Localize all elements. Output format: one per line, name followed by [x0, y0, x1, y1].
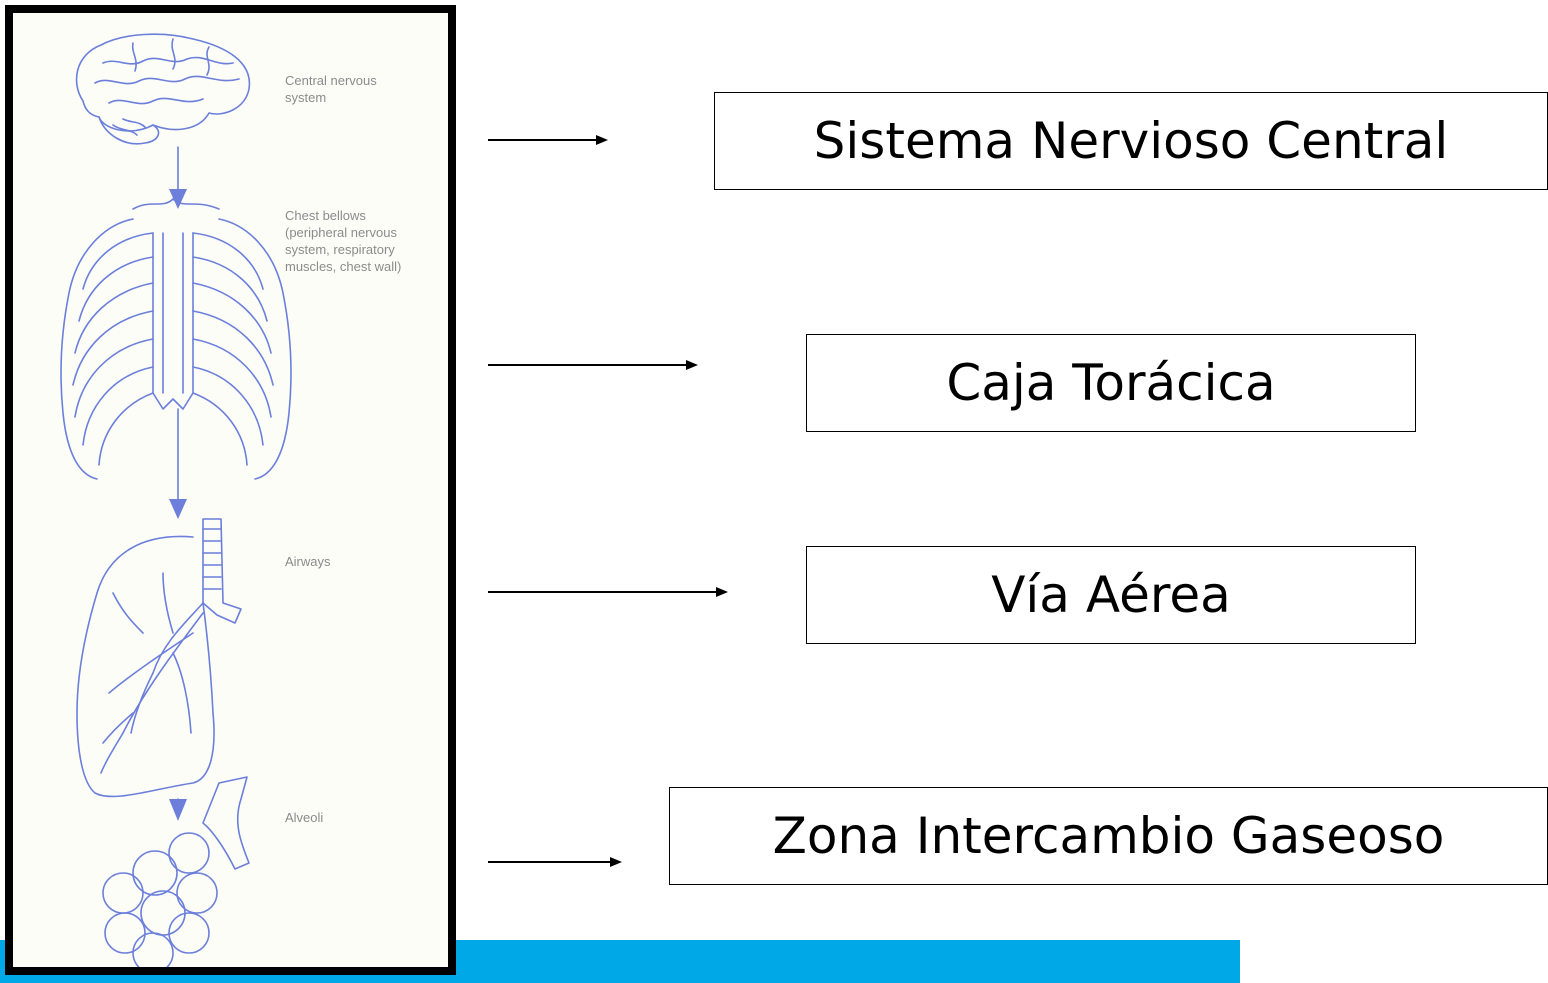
brain-icon: [75, 33, 251, 145]
box-sistema-nervioso-central: Sistema Nervioso Central: [714, 92, 1548, 190]
arrow-head-icon: [610, 857, 622, 867]
arrow-head-icon: [686, 360, 698, 370]
box-caja-toracica: Caja Torácica: [806, 334, 1416, 432]
box-label: Vía Aérea: [991, 566, 1231, 624]
flow-arrow-icon: [169, 499, 187, 519]
label-alveoli: Alveoli: [285, 810, 324, 825]
box-label: Sistema Nervioso Central: [813, 112, 1449, 170]
box-zona-intercambio-gaseoso: Zona Intercambio Gaseoso: [669, 787, 1548, 885]
box-label: Zona Intercambio Gaseoso: [772, 807, 1445, 865]
arrow-gas-exchange: [488, 857, 622, 867]
box-via-aerea: Vía Aérea: [806, 546, 1416, 644]
flow-arrow-icon: [169, 799, 187, 821]
label-central-nervous-system: Central nervous system: [285, 73, 377, 105]
flow-arrowheads: [169, 189, 187, 821]
lung-icon: [76, 518, 242, 798]
arrow-airway: [488, 587, 728, 597]
flow-arrow-icon: [169, 189, 187, 209]
label-chest-bellows: Chest bellows (peripheral nervous system…: [285, 208, 402, 274]
arrow-cns: [488, 135, 608, 145]
label-airways: Airways: [285, 554, 331, 569]
alveoli-icon: [102, 776, 250, 967]
respiratory-system-figure: Central nervous system Chest bellows (pe…: [5, 5, 456, 975]
arrow-head-icon: [716, 587, 728, 597]
box-label: Caja Torácica: [946, 354, 1276, 412]
arrow-thorax: [488, 360, 698, 370]
arrow-head-icon: [596, 135, 608, 145]
rib-cage-icon: [60, 198, 292, 480]
respiratory-illustration: [60, 33, 292, 967]
